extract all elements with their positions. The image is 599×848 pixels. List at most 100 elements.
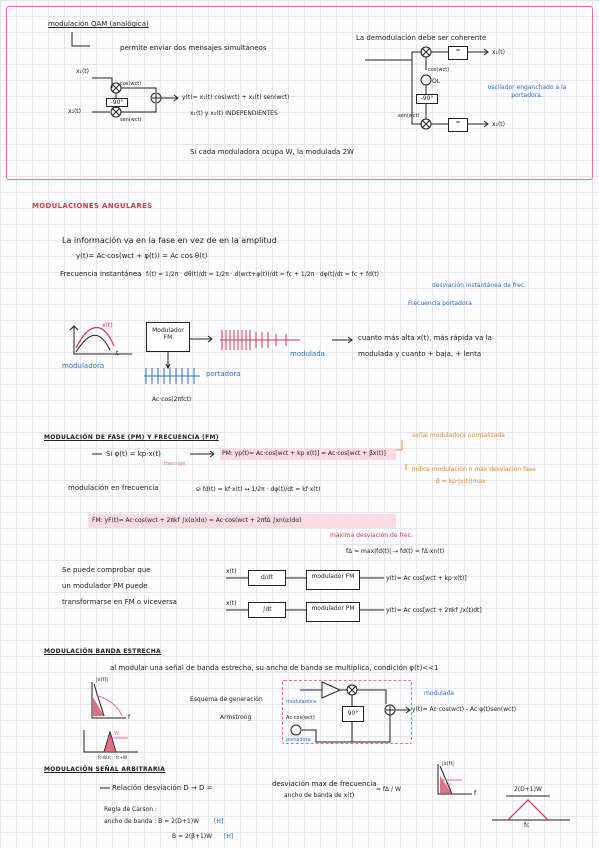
angular-carrier-eq: Ac·cos(2πfct) bbox=[152, 396, 192, 403]
qam-90-d-label: -90° bbox=[420, 95, 434, 102]
pmfm-mensaje: mensaje bbox=[164, 461, 186, 467]
nb-fc-w2: fc+W bbox=[116, 755, 127, 760]
qam-sen-d: sen(wct) bbox=[398, 113, 420, 119]
qam-output: y(t)= x₁(t) cos(wct) + x₂(t) sen(wct) bbox=[182, 94, 290, 101]
angular-xt: x(t) bbox=[102, 322, 113, 329]
angular-note2: modulada y cuanto + baja, + lenta bbox=[358, 350, 482, 358]
arb-bw2-tag: [H] bbox=[224, 833, 234, 840]
qam-bw-note: Si cada moduladora ocupa W, la modulada … bbox=[190, 148, 354, 156]
arb-xf: |x(f)| bbox=[442, 761, 454, 767]
qam-ol: OL bbox=[432, 78, 441, 85]
angular-freq-label: Frecuencia instantánea bbox=[60, 270, 142, 278]
arb-title: MODULACIÓN SEÑAL ARBITRARIA bbox=[44, 766, 166, 773]
qam-cos-d: cos(wct) bbox=[428, 67, 450, 73]
pmfm-index: índice modulación o máx desviación fase bbox=[412, 466, 536, 473]
qam-osc-text: oscilador enganchado a la portadora. bbox=[487, 84, 567, 99]
angular-eq1: y(t)= Ac·cos(wct + φ(t)) = Ac cos θ(t) bbox=[76, 252, 208, 260]
nb-out-label: modulada bbox=[424, 690, 454, 697]
fm-modulator-box: Modulador FM bbox=[146, 322, 190, 352]
nb-title: MODULACIÓN BANDA ESTRECHA bbox=[44, 648, 161, 655]
angular-portadora: portadora bbox=[206, 370, 241, 378]
fm-eq-highlight bbox=[88, 514, 396, 528]
pmfm-check3: transformarse en FM o viceversa bbox=[62, 598, 177, 606]
pmfm-fm-si: si fd(t) = kf·x(t) ↔ 1/2π · dφ(t)/dt = k… bbox=[196, 486, 321, 493]
ddt-label: d/dt bbox=[261, 574, 273, 581]
qam-cos: cos(wct) bbox=[120, 81, 142, 87]
qam-x2-in: x₂(t) bbox=[68, 108, 81, 115]
pmfm-fdelta: fΔ = max|fd(t)| → fd(t) = fΔ·xn(t) bbox=[346, 548, 445, 555]
arb-den: ancho de banda de x(t) bbox=[284, 792, 355, 799]
arb-carson: Regla de Carson : bbox=[104, 806, 157, 813]
nb-desc: al modular una señal de banda estrecha, … bbox=[110, 664, 439, 672]
angular-intro: La información va en la fase en vez de e… bbox=[62, 236, 277, 245]
qam-x1-out: x₁(t) bbox=[492, 49, 505, 56]
arb-bw1-tag: [H] bbox=[214, 818, 224, 825]
arb-num: desviación max de frecuencia bbox=[272, 780, 377, 788]
pmfm-xt1: x(t) bbox=[226, 568, 237, 575]
qam-x2-out: x₂(t) bbox=[492, 121, 505, 128]
nb-mod: moduladora bbox=[286, 699, 317, 705]
int-block: ∫dt bbox=[248, 602, 286, 618]
pmfm-pm-eq: PM: yp(t)= Ac·cos[wct + kp x(t)] = Ac·co… bbox=[222, 450, 386, 457]
nb-90-label: 90° bbox=[347, 710, 359, 717]
angular-modulada: modulada bbox=[290, 350, 325, 358]
pmfm-beta: β = kp·|x(t)|max bbox=[436, 478, 486, 485]
mod-fm-label: modulador FM bbox=[311, 573, 355, 580]
arb-fc: fc bbox=[524, 822, 530, 829]
angular-dev-label: desviación instantánea de frec. bbox=[432, 282, 527, 289]
arb-bw-label: 2(D+1)W bbox=[514, 786, 542, 793]
nb-w: W bbox=[114, 731, 119, 737]
arb-bw2: B = 2(β+1)W bbox=[172, 833, 213, 840]
pmfm-out2: y(t)= Ac cos[wct + 2πkf ∫x(t)dt] bbox=[386, 607, 482, 614]
ddt-block: d/dt bbox=[248, 570, 286, 586]
pm-eq-highlight bbox=[220, 448, 396, 460]
qam-90-demod: -90° bbox=[416, 94, 438, 104]
nb-xf: |x(f)| bbox=[96, 677, 108, 683]
nb-scheme1: Esquema de generación bbox=[190, 696, 263, 703]
angular-t: t bbox=[116, 350, 119, 357]
nb-90-block: 90° bbox=[342, 706, 364, 722]
qam-section-border bbox=[6, 6, 593, 180]
qam-subtitle: permite enviar dos mensajes simultáneos bbox=[120, 44, 267, 52]
pmfm-xt2: x(t) bbox=[226, 600, 237, 607]
armstrong-boundary bbox=[282, 680, 412, 744]
nb-carrier: Ac·cos(wct) bbox=[286, 715, 315, 721]
qam-coh-note: La demodulación debe ser coherente bbox=[356, 34, 487, 42]
pmfm-max-dev: máxima desviación de frec. bbox=[330, 532, 413, 539]
pmfm-fm-eq: FM: yF(t)= Ac·cos(wct + 2πkf ∫x(α)dα) = … bbox=[92, 517, 302, 524]
angular-title: MODULACIONES ANGULARES bbox=[32, 202, 153, 210]
arb-f: f bbox=[474, 790, 477, 797]
angular-carrier-freq: Frecuencia portadora bbox=[408, 300, 472, 307]
int-label: ∫dt bbox=[262, 606, 272, 613]
arb-frac: = fΔ / W bbox=[376, 786, 401, 793]
lpf-bottom: ≈ bbox=[448, 118, 468, 132]
angular-freq-eq: fᵢ(t) = 1/2π · dθ(t)/dt = 1/2π · d(wct+φ… bbox=[146, 271, 379, 278]
arb-w: W bbox=[446, 783, 451, 789]
pmfm-out1: y(t)= Ac cos[wct + kp·x(t)] bbox=[386, 575, 467, 582]
mod-pm-block: modulador PM bbox=[306, 602, 360, 622]
nb-scheme2: Armstrong bbox=[220, 714, 252, 721]
pmfm-fm-intro: modulación en frecuencia bbox=[68, 484, 159, 492]
nb-fc-w: fc-W bbox=[98, 755, 107, 760]
nb-out-eq: y(t)= Ac·cos(wct) - Ac·φ(t)sen(wct) bbox=[412, 706, 517, 713]
pmfm-check1: Se puede comprobar que bbox=[62, 566, 151, 574]
pmfm-si: Si φ(t) = kp·x(t) bbox=[106, 450, 161, 458]
pmfm-norm: señal moduladora normalizada bbox=[412, 432, 505, 439]
nb-fc: fc bbox=[108, 755, 112, 760]
qam-title: modulación QAM (analógica) bbox=[48, 20, 149, 28]
angular-note1: cuanto más alta x(t), más rápida va la bbox=[358, 334, 492, 342]
qam-osc-note: oscilador enganchado a la portadora. bbox=[482, 84, 572, 100]
pmfm-title: MODULACIÓN DE FASE (PM) Y FRECUENCIA (FM… bbox=[44, 434, 219, 441]
mod-pm-label: modulador PM bbox=[311, 605, 355, 612]
qam-sen: sen(wct) bbox=[120, 117, 142, 123]
fm-modulator-label: Modulador FM bbox=[152, 327, 184, 341]
lpf-top: ≈ bbox=[448, 46, 468, 60]
qam-90-block: -90° bbox=[106, 98, 128, 107]
qam-90-label: -90° bbox=[110, 99, 124, 106]
arb-bw1: ancho de banda : B = 2(D+1)W bbox=[104, 818, 200, 825]
mod-fm-block: modulador FM bbox=[306, 570, 360, 590]
qam-x1-in: x₁(t) bbox=[76, 68, 89, 75]
nb-f: f bbox=[128, 714, 131, 721]
nb-port: portadora bbox=[286, 737, 311, 743]
